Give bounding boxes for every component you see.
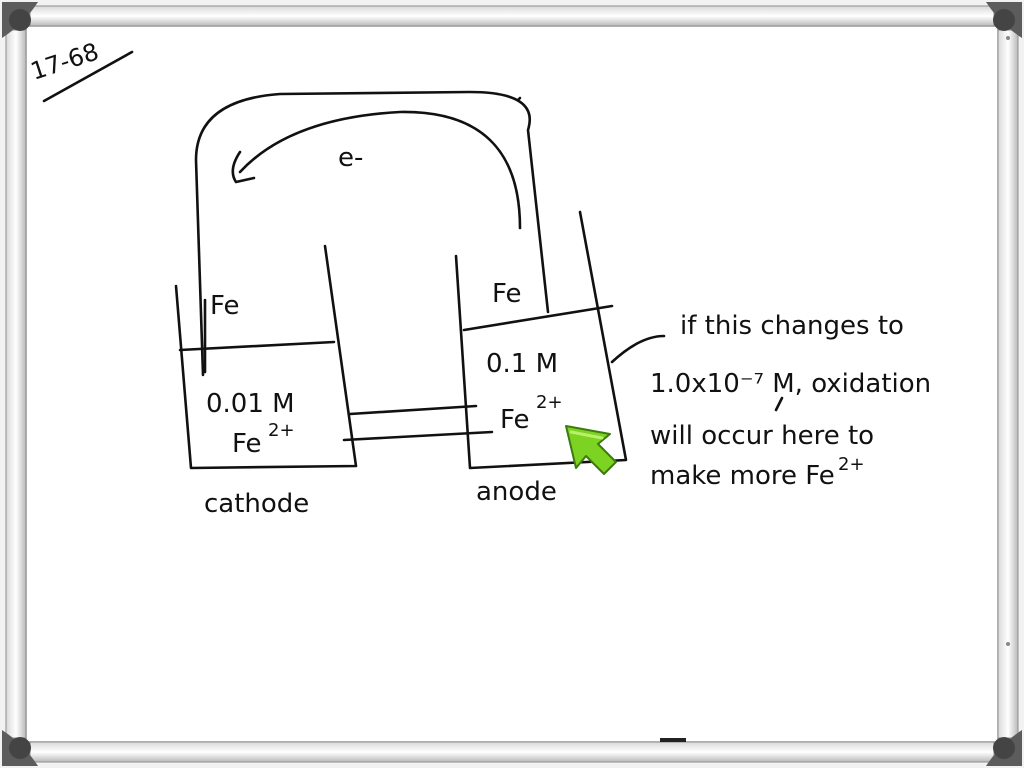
annotation-line-2: 1.0x10⁻⁷ M, oxidation xyxy=(650,369,931,399)
frame-screw xyxy=(1006,36,1010,40)
anode-ion: Fe xyxy=(500,405,530,435)
electron-flow-arrow xyxy=(231,110,522,230)
frame-corner-bottom-left xyxy=(2,730,38,766)
anode-electrode-label: Fe xyxy=(492,279,522,309)
cathode-ion-charge: 2+ xyxy=(268,420,295,441)
annotation-line-1: if this changes to xyxy=(680,311,904,341)
cathode-beaker xyxy=(174,244,358,470)
external-wire xyxy=(194,90,550,377)
pointer-cursor-icon xyxy=(565,425,617,475)
frame-corner-top-left xyxy=(2,2,38,38)
annotation-line-3: will occur here to xyxy=(650,421,874,451)
electron-label: e- xyxy=(338,143,363,173)
frame-screw xyxy=(1006,642,1010,646)
annotation-line-4-charge: 2+ xyxy=(838,454,865,475)
anode-label: anode xyxy=(476,477,557,507)
cathode-electrode-label: Fe xyxy=(210,291,240,321)
anode-concentration: 0.1 M xyxy=(486,349,558,379)
annotation-line-4: make more Fe xyxy=(650,461,835,491)
marker-tray-mark xyxy=(660,738,686,742)
problem-number-underline xyxy=(42,50,134,103)
anode-ion-charge: 2+ xyxy=(536,392,563,413)
frame-corner-bottom-right xyxy=(986,730,1022,766)
annotation-comma-mark xyxy=(774,396,784,412)
cathode-ion: Fe xyxy=(232,429,262,459)
annotation: if this changes to 1.0x10⁻⁷ M, oxidation… xyxy=(650,311,931,491)
frame-corner-top-right xyxy=(986,2,1022,38)
cathode-label: cathode xyxy=(204,489,309,519)
annotation-pointer xyxy=(610,334,666,364)
anode-beaker xyxy=(454,210,628,470)
cathode-concentration: 0.01 M xyxy=(206,389,295,419)
